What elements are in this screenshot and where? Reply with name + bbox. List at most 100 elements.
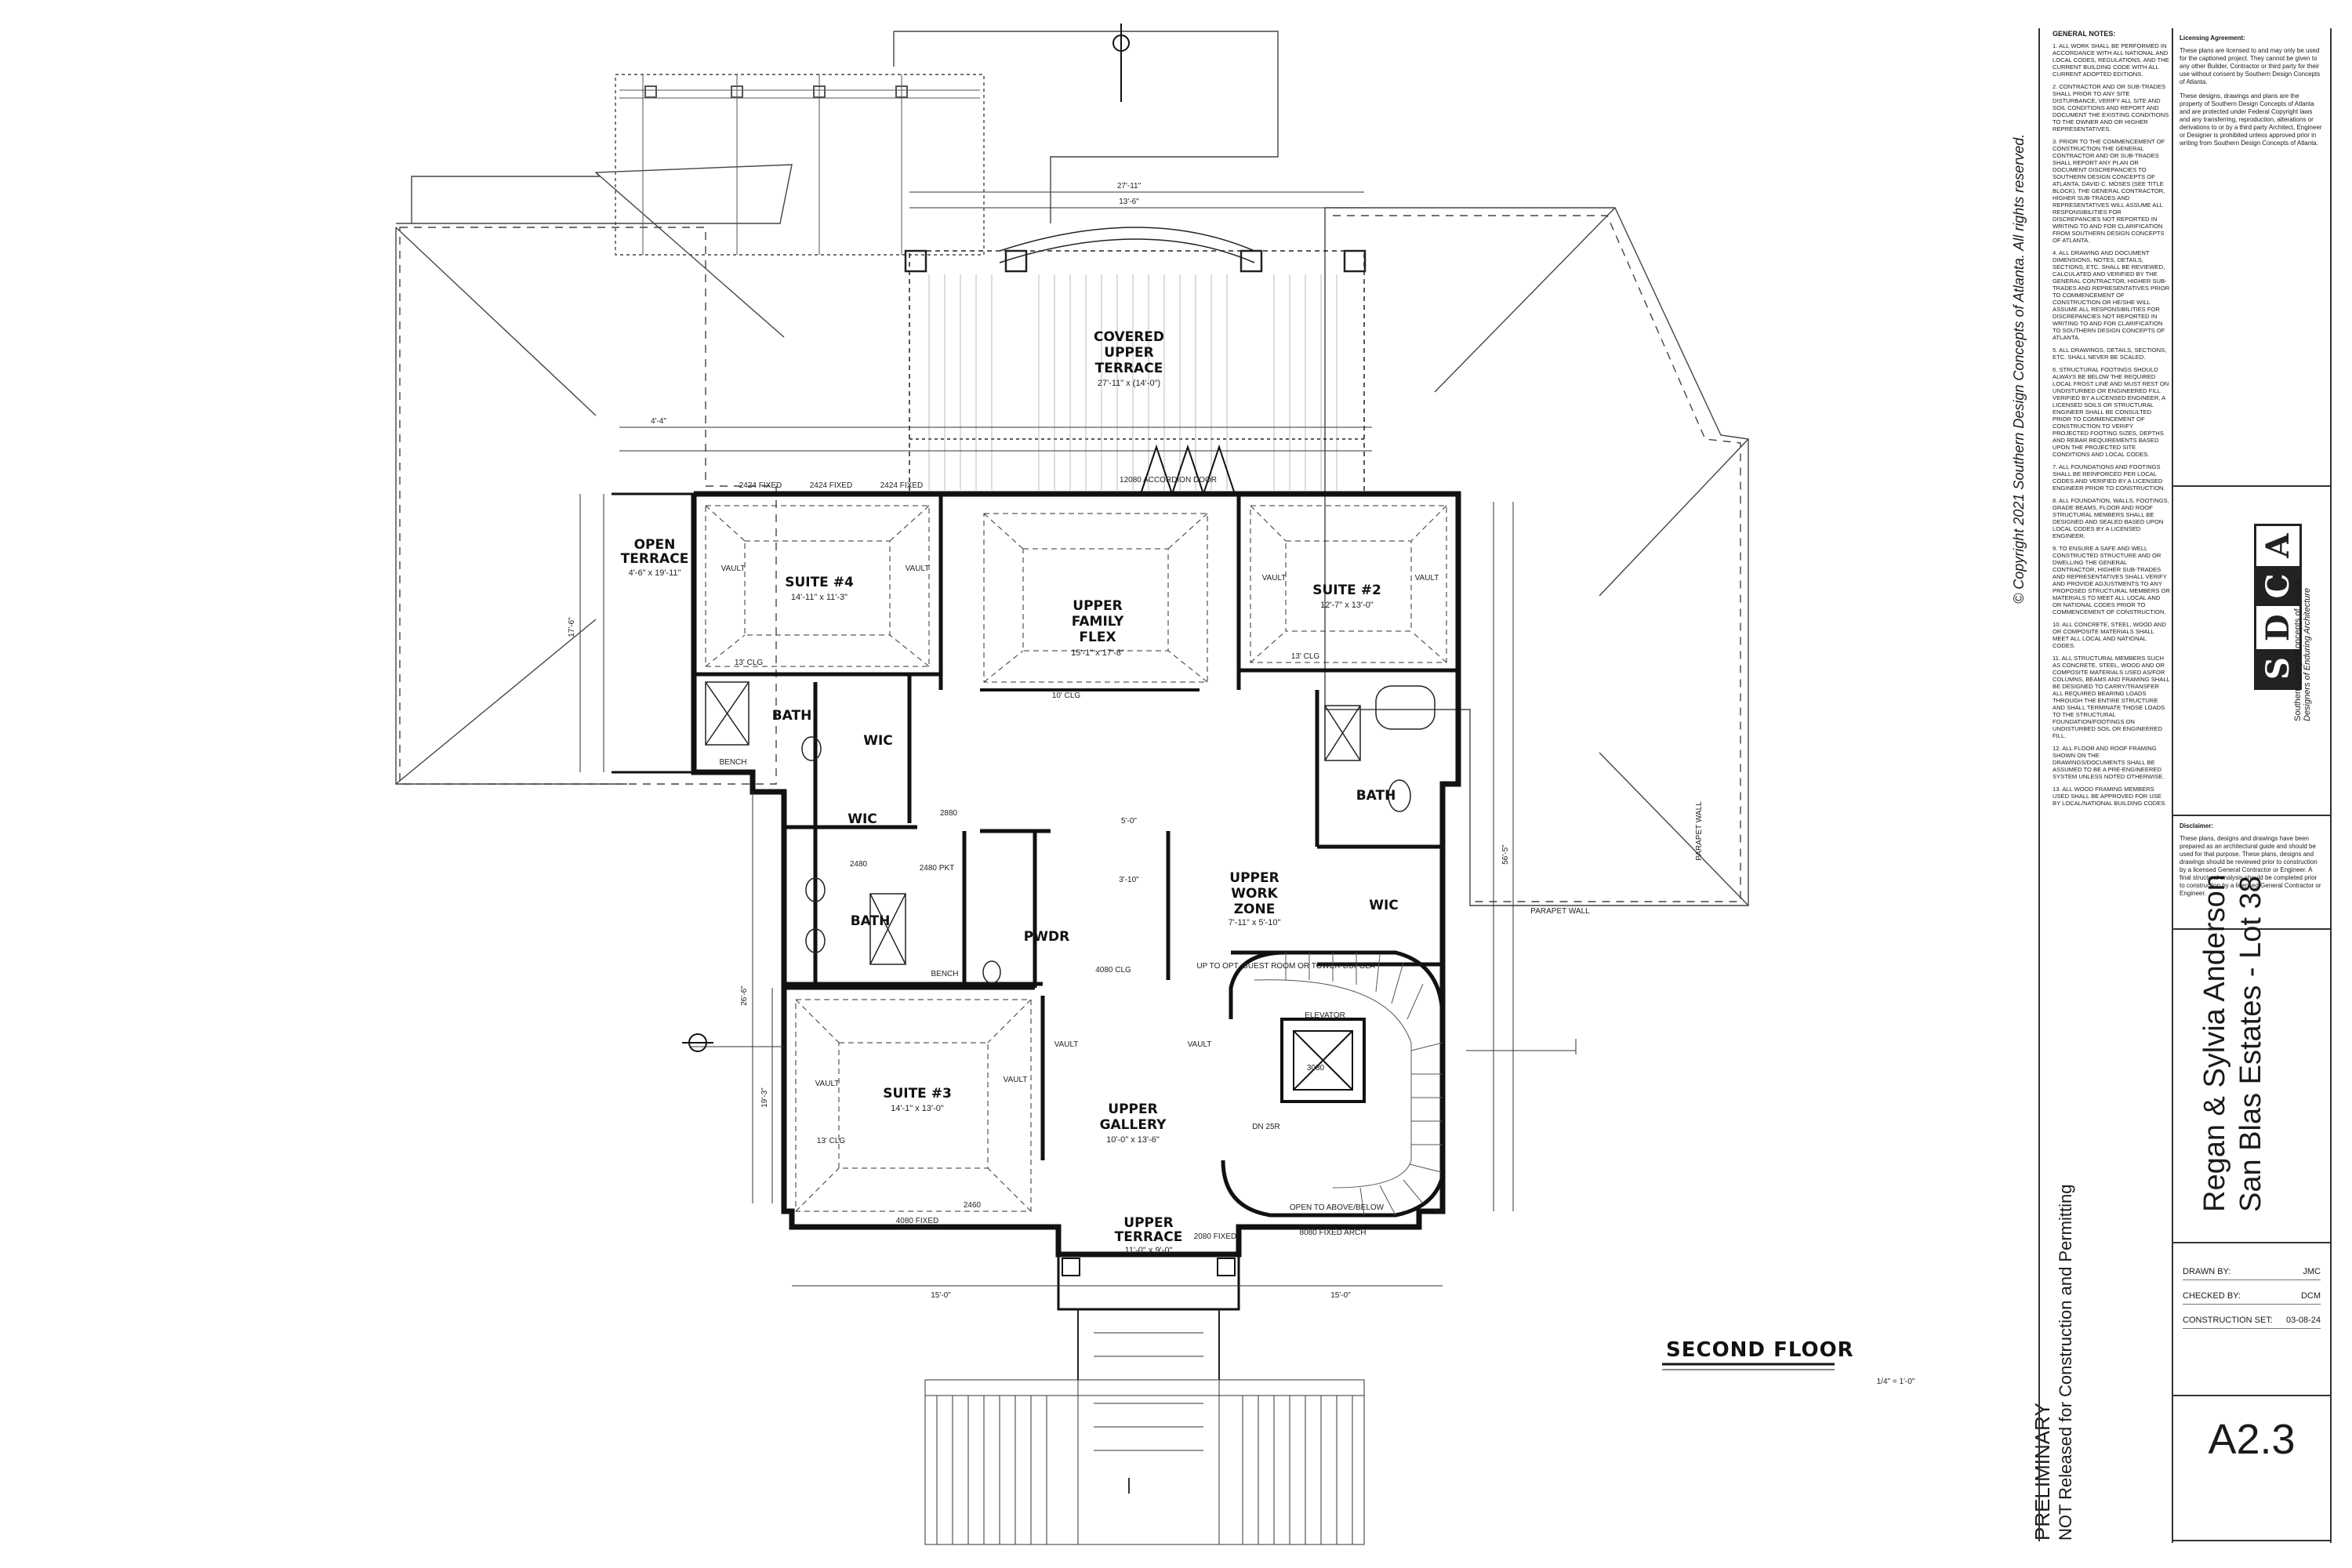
firm-name: Southern Design Concepts of Atlanta Desi… — [2293, 580, 2312, 721]
general-notes: GENERAL NOTES: 1. All work shall be perf… — [2046, 28, 2176, 844]
note-item: 3. Prior to the commencement of construc… — [2053, 138, 2165, 244]
disclaimer-text: These plans, designs and drawings have b… — [2180, 835, 2321, 897]
section-marker-icon — [682, 1033, 713, 1052]
room-name: TERRACE — [1115, 1229, 1183, 1245]
dimension-text: 17'-6" — [568, 617, 576, 637]
parapet-wall-label: PARAPET WALL — [1530, 907, 1590, 916]
note-item: 12. All floor and roof framing shown on … — [2053, 745, 2165, 780]
ceiling-label: 10' CLG — [1052, 691, 1081, 700]
room-dims: 12'-7" x 13'-0" — [1320, 601, 1374, 610]
room-dims: 15'-1" x 17'-8" — [1071, 648, 1124, 658]
note-item: 10. All concrete, steel, wood and or com… — [2053, 621, 2166, 649]
room-name: SUITE #4 — [785, 575, 854, 590]
stair-up-label: UP TO OPT. GUEST ROOM OR TOWER CUPOLA — [1196, 962, 1375, 971]
not-released-label: NOT Released for Construction and Permit… — [2056, 1184, 2075, 1541]
roof-outline — [395, 31, 1749, 906]
project-site: San Blas Estates - Lot 38 — [2234, 876, 2267, 1212]
sheet-number-box: A2.3 — [2173, 1396, 2330, 1541]
room-name: WIC — [1369, 898, 1399, 913]
vault-label: VAULT — [1188, 1040, 1212, 1049]
accordion-door — [1140, 444, 1236, 497]
room-dims: 10'-0" x 13'-6" — [1106, 1135, 1160, 1145]
vault-label: VAULT — [1415, 574, 1439, 583]
plan-title-block: SECOND FLOOR 1/4" = 1'-0" — [1662, 1338, 1915, 1386]
vault-label: VAULT — [721, 564, 746, 573]
window-label: 4080 FIXED — [896, 1217, 938, 1225]
construction-set-row: CONSTRUCTION SET: 03-08-24 — [2183, 1305, 2321, 1329]
drawing-info-box: DRAWN BY: JMC CHECKED BY: DCM CONSTRUCTI… — [2173, 1243, 2330, 1396]
dimension-text: 26'-6" — [740, 985, 749, 1006]
interior-walls — [694, 494, 1458, 1160]
title-block: Licensing Agreement: These plans are lic… — [2172, 28, 2332, 1543]
drawn-by-row: DRAWN BY: JMC — [2183, 1256, 2321, 1280]
room-name: SUITE #3 — [883, 1086, 952, 1102]
notes-heading: GENERAL NOTES: — [2053, 30, 2116, 38]
dimension-text: 5'-0" — [1121, 817, 1137, 826]
opening-labels: 2424 FIXED 2424 FIXED 2424 FIXED 2880 24… — [739, 481, 1236, 1241]
plan-title: SECOND FLOOR — [1666, 1338, 1854, 1362]
disclaimer-box: Disclaimer: These plans, designs and dra… — [2173, 816, 2330, 930]
licensing-text: These designs, drawings and plans are th… — [2180, 93, 2322, 147]
pergola — [619, 74, 980, 255]
bench-label: BENCH — [931, 970, 958, 978]
bench-label: BENCH — [719, 758, 746, 767]
construction-set-label: CONSTRUCTION SET: — [2183, 1316, 2273, 1325]
room-name: WIC — [848, 811, 877, 827]
stair-tower — [1221, 950, 1445, 1218]
room-dims: 14'-11" x 11'-3" — [791, 593, 848, 602]
logo-letter: A — [2256, 525, 2299, 566]
room-name: SUITE #2 — [1312, 583, 1381, 598]
checked-by-row: CHECKED BY: DCM — [2183, 1280, 2321, 1305]
construction-set-value: 03-08-24 — [2285, 1316, 2321, 1325]
elevator-label: ELEVATOR — [1305, 1011, 1345, 1020]
room-name: UPPER — [1229, 870, 1279, 886]
room-name: GALLERY — [1100, 1117, 1167, 1133]
room-name: BATH — [1356, 788, 1396, 804]
disclaimer-heading: Disclaimer: — [2180, 822, 2214, 829]
covered-terrace-outline — [904, 227, 1367, 495]
door-label: 2880 — [940, 809, 958, 818]
opening-label: 4080 CLG — [1095, 966, 1131, 975]
room-name: BATH — [772, 708, 812, 724]
room-name: UPPER — [1123, 1215, 1173, 1231]
fixtures — [705, 681, 1436, 984]
door-label: 2460 — [964, 1201, 982, 1210]
dimension-text: 15'-0" — [931, 1291, 951, 1300]
dimension-text: 3'-10" — [1119, 876, 1139, 884]
vault-label: VAULT — [1054, 1040, 1079, 1049]
room-dims: 7'-11" x 5'-10" — [1229, 918, 1281, 927]
firm-name-text: Southern Design Concepts of Atlanta — [2293, 579, 2303, 721]
room-name: WORK — [1231, 886, 1278, 902]
dimension-text: 27'-11" — [1117, 182, 1142, 191]
exterior-walls — [612, 491, 1461, 1258]
licensing-box: Licensing Agreement: These plans are lic… — [2173, 28, 2330, 487]
checked-by-value: DCM — [2300, 1291, 2321, 1301]
room-name: FAMILY — [1072, 614, 1124, 630]
room-dims: 14'-1" x 13'-0" — [891, 1104, 944, 1113]
room-name: UPPER — [1104, 345, 1153, 361]
note-item: 5. All drawings, details, sections, etc.… — [2053, 347, 2167, 361]
note-item: 8. All foundation, walls, footings, grad… — [2053, 497, 2169, 539]
room-name: COVERED — [1094, 329, 1164, 345]
copyright-text: © Copyright 2021 Southern Design Concept… — [2011, 133, 2027, 604]
licensing-heading: Licensing Agreement: — [2180, 34, 2245, 42]
dimension-text: 15'-0" — [1330, 1291, 1351, 1300]
room-labels: COVERED UPPER TERRACE 27'-11" x (14'-0")… — [621, 329, 1399, 1255]
room-name: FLEX — [1079, 630, 1116, 645]
terrace-decking — [928, 274, 1338, 490]
room-dims: 27'-11" x (14'-0") — [1098, 379, 1160, 388]
window-label: 2424 FIXED — [739, 481, 782, 490]
vault-label: VAULT — [906, 564, 930, 573]
firm-logo-box: S D C A Southern Design Concepts of Atla… — [2173, 487, 2330, 816]
firm-tagline: Designers of Enduring Architecture — [2303, 587, 2312, 721]
room-name: UPPER — [1073, 598, 1122, 614]
room-dims: 4'-6" x 19'-11" — [629, 568, 681, 578]
vault-label: VAULT — [815, 1080, 840, 1088]
room-dims: 11'-0" x 9'-0" — [1125, 1246, 1173, 1255]
room-name: TERRACE — [1095, 361, 1163, 376]
accordion-door-label: 12080 ACCORDION DOOR — [1120, 476, 1217, 485]
upper-terrace-front — [1057, 1253, 1240, 1380]
note-item: 1. All work shall be performed in accord… — [2053, 42, 2169, 78]
elevator-shaft — [1280, 1018, 1366, 1103]
room-name: PWDR — [1024, 929, 1069, 945]
